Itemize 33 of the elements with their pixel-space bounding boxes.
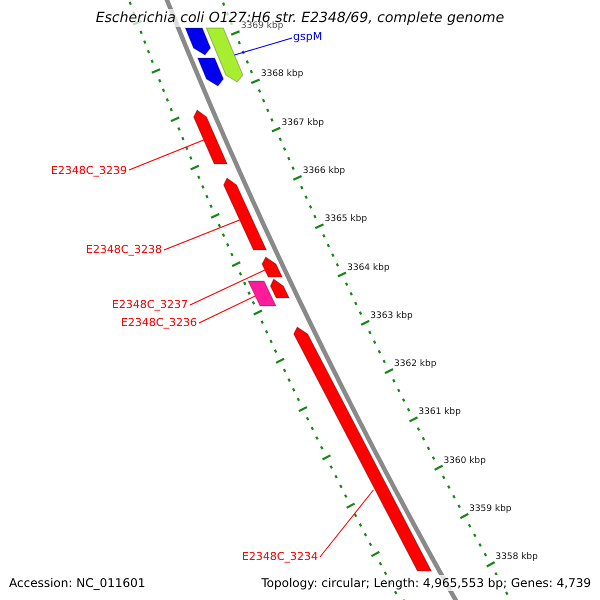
gene-feature bbox=[196, 58, 224, 87]
leader-line bbox=[320, 490, 374, 558]
gene-label: gspM bbox=[293, 31, 322, 42]
scale-label: 3368 kbp bbox=[260, 70, 304, 80]
gene-label: E2348C_3234 bbox=[242, 551, 318, 562]
gene-label: E2348C_3238 bbox=[86, 244, 162, 255]
scale-label: 3366 kbp bbox=[302, 166, 346, 176]
gene-feature bbox=[270, 278, 290, 298]
scale-label: 3358 kbp bbox=[495, 553, 538, 562]
gene-label: E2348C_3239 bbox=[50, 165, 127, 176]
scale-label: 3361 kbp bbox=[418, 408, 461, 418]
accession-text: Accession: NC_011601 bbox=[9, 575, 146, 591]
leader-line bbox=[234, 38, 292, 56]
gene-feature bbox=[193, 109, 228, 164]
gene-feature bbox=[206, 28, 244, 83]
scale-label: 3364 kbp bbox=[347, 264, 390, 272]
scale-label: 3362 kbp bbox=[394, 360, 436, 370]
gene-label: E2348C_3237 bbox=[112, 299, 188, 310]
scale-label: 3369 kbp bbox=[240, 22, 284, 31]
scale-label: 3367 kbp bbox=[282, 118, 324, 128]
scale-label: 3365 kbp bbox=[324, 215, 368, 224]
genome-info-text: Topology: circular; Length: 4,965,553 bp; Genes: 4,739 bbox=[261, 575, 591, 591]
leader-line bbox=[198, 296, 256, 324]
gene-feature bbox=[184, 28, 212, 56]
gene-feature bbox=[223, 177, 268, 250]
leader-line bbox=[164, 220, 240, 250]
scale-label: 3360 kbp bbox=[443, 456, 486, 466]
gene-feature bbox=[247, 280, 277, 306]
gene-feature bbox=[261, 256, 283, 278]
leader-line bbox=[128, 140, 204, 170]
gene-label: E2348C_3236 bbox=[120, 317, 197, 328]
leader-line bbox=[190, 270, 266, 306]
scale-label: 3359 kbp bbox=[469, 505, 512, 514]
